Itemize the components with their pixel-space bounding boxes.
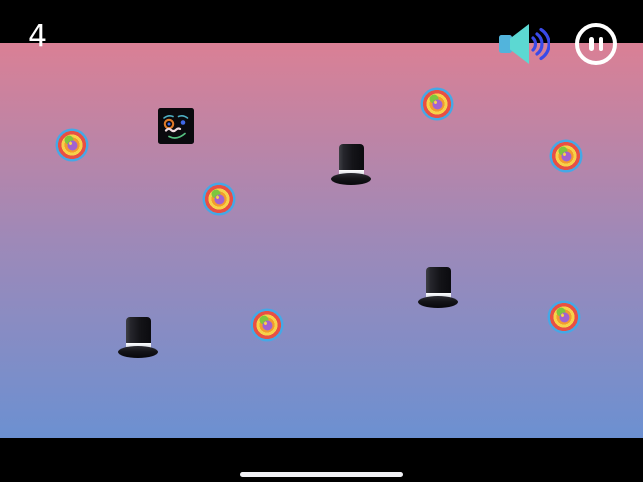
left-eyebrow [163,114,174,119]
rainbow-target[interactable] [547,300,581,334]
sound-wave-large [539,27,551,61]
rainbow-target[interactable] [202,182,236,216]
home-indicator[interactable] [240,472,403,477]
volume-button[interactable] [498,22,551,66]
left-eye-pupil [167,122,171,126]
rainbow-target[interactable] [55,128,89,162]
hat-band [425,293,451,299]
pause-button[interactable] [575,23,617,65]
top-hat[interactable] [118,317,158,361]
speaker-box [499,35,512,53]
speaker-icon [499,24,551,64]
pause-icon [589,37,594,51]
mouth [168,132,186,139]
mustache [164,127,182,133]
right-eyebrow [177,114,189,119]
hat-brim [118,346,158,358]
character-face [158,108,194,144]
right-eye [180,120,186,125]
game-field [0,43,643,438]
score-label: 4 [28,19,48,54]
top-hat[interactable] [331,144,371,188]
sound-wave-small [531,36,538,52]
character[interactable] [158,108,194,144]
speaker-cone [510,24,529,64]
sound-wave-medium [535,32,544,56]
pause-icon [598,37,603,51]
rainbow-target[interactable] [420,87,454,121]
rainbow-target[interactable] [549,139,583,173]
hat-brim [418,296,458,308]
hat-band [338,170,364,176]
hat-band [125,343,151,349]
hat-brim [331,173,371,185]
rainbow-target[interactable] [250,308,284,342]
top-hat[interactable] [418,267,458,311]
